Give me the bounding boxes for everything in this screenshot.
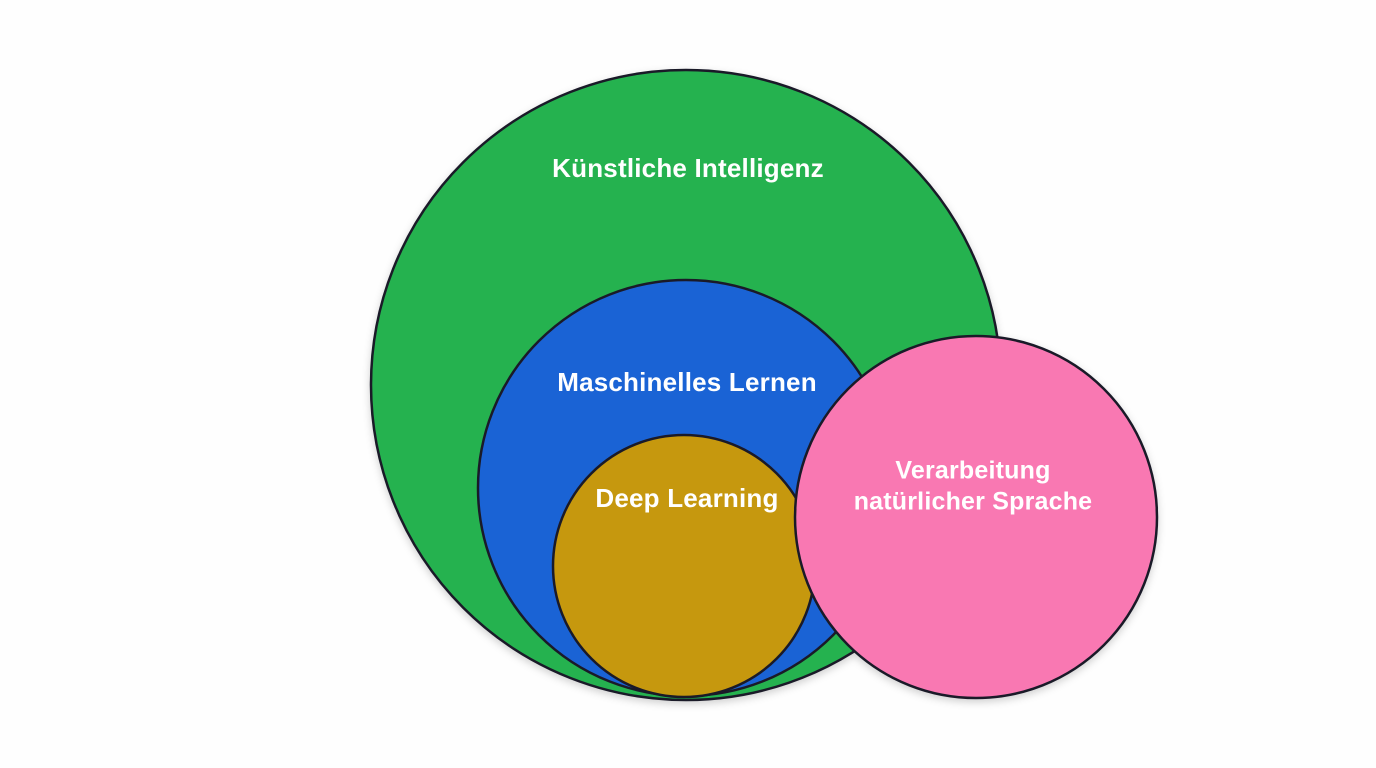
label-kuenstliche-intelligenz: Künstliche Intelligenz [552,153,824,183]
label-maschinelles-lernen: Maschinelles Lernen [557,367,817,397]
label-deep-learning: Deep Learning [595,483,778,513]
circle-deep-learning [551,433,817,699]
circle-group [369,68,1159,702]
circle-verarbeitung-natuerlicher-sprache [793,334,1159,700]
